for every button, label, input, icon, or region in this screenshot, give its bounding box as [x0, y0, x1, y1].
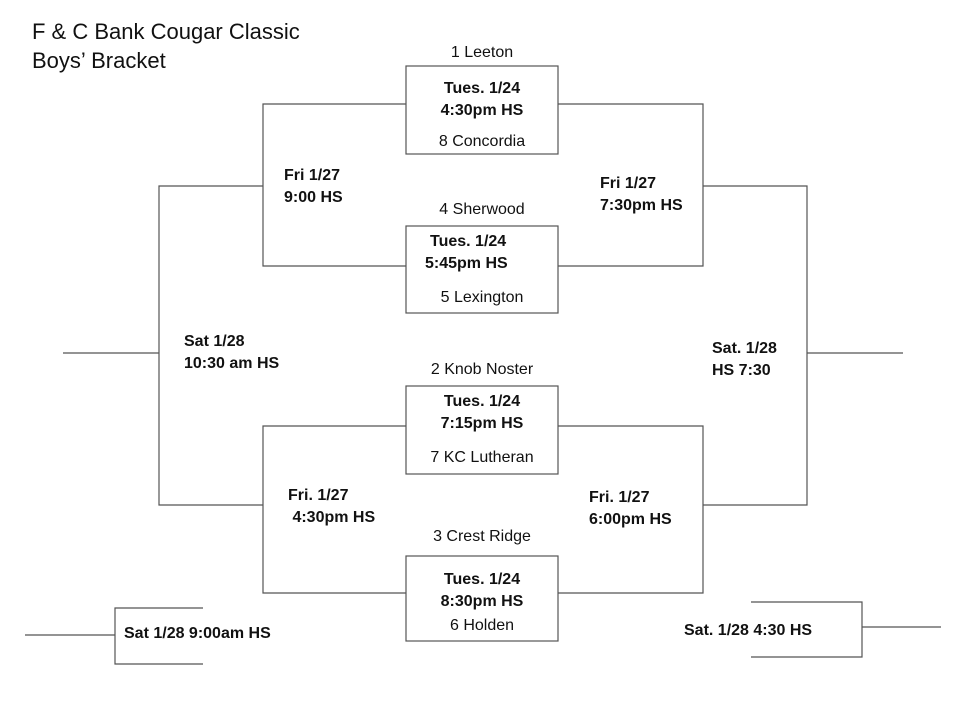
- title-line-2: Boys’ Bracket: [32, 48, 166, 73]
- team-holden: 6 Holden: [449, 617, 515, 634]
- team-lexington: 5 Lexington: [440, 289, 524, 306]
- match-box-1: [405, 65, 559, 155]
- team-crest-ridge: 3 Crest Ridge: [433, 528, 531, 545]
- match-1-time-line-2: 4:30pm HS: [440, 102, 524, 119]
- team-leeton: 1 Leeton: [450, 44, 514, 61]
- final-left-line-2: 10:30 am HS: [184, 355, 280, 372]
- bracket-left-top: [262, 103, 406, 267]
- semi-left-bottom-line-1: Fri. 1/27: [288, 487, 349, 504]
- match-1-time-line-1: Tues. 1/24: [443, 80, 521, 97]
- semi-right-top-line-2: 7:30pm HS: [600, 197, 683, 214]
- match-box-2: [405, 225, 559, 314]
- semi-right-bottom-line-2: 6:00pm HS: [589, 511, 672, 528]
- final-right-line-2: HS 7:30: [712, 362, 771, 379]
- semi-left-top-line-1: Fri 1/27: [284, 167, 341, 184]
- final-right-line-1: Sat. 1/28: [712, 340, 777, 357]
- team-sherwood: 4 Sherwood: [439, 201, 525, 218]
- semi-left-top-line-2: 9:00 HS: [284, 189, 343, 206]
- semi-right-bottom-line-1: Fri. 1/27: [589, 489, 650, 506]
- semi-right-top-line-1: Fri 1/27: [600, 175, 657, 192]
- match-4-time-line-2: 8:30pm HS: [440, 593, 524, 610]
- bracket-right-top: [558, 103, 704, 267]
- match-2-time-line-1: Tues. 1/24: [430, 233, 507, 250]
- placement-left-label: Sat 1/28 9:00am HS: [124, 625, 271, 642]
- placement-box-right: [751, 601, 863, 658]
- placement-right-label: Sat. 1/28 4:30 HS: [684, 622, 813, 639]
- team-concordia: 8 Concordia: [438, 133, 526, 150]
- bracket-right-bottom: [558, 425, 704, 594]
- team-kc-lutheran: 7 KC Lutheran: [430, 449, 534, 466]
- team-knob-noster: 2 Knob Noster: [430, 361, 534, 378]
- placement-box-left: [114, 607, 203, 665]
- match-3-time-line-1: Tues. 1/24: [443, 393, 521, 410]
- final-left-line-1: Sat 1/28: [184, 333, 245, 350]
- bracket-left-bottom: [262, 425, 406, 594]
- match-3-time-line-2: 7:15pm HS: [440, 415, 524, 432]
- match-2-time-line-2: 5:45pm HS: [425, 255, 508, 272]
- match-box-4: [405, 555, 559, 642]
- title-line-1: F & C Bank Cougar Classic: [32, 19, 300, 44]
- match-4-time-line-1: Tues. 1/24: [443, 571, 521, 588]
- match-box-3: [405, 385, 559, 475]
- semi-left-bottom-line-2: 4:30pm HS: [288, 509, 376, 526]
- bracket-left-semi: [158, 185, 263, 506]
- bracket-right-semi: [703, 185, 808, 506]
